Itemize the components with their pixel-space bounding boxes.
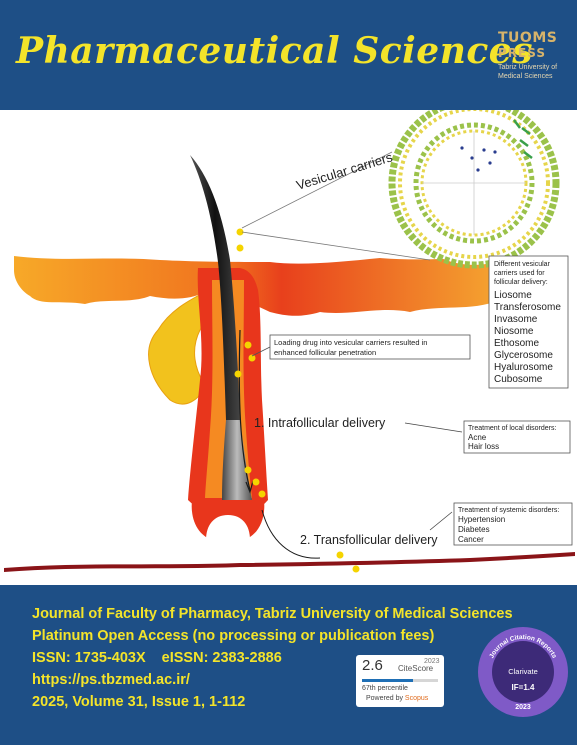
- intrafollicular-label: 1. Intrafollicular delivery: [254, 416, 386, 430]
- trans-arrow: [261, 509, 321, 559]
- loading-text-line2: enhanced follicular penetration: [274, 348, 376, 357]
- citescore-year: 2023: [424, 658, 440, 665]
- publisher-logo: TUOMS PRESS Tabriz University of Medical…: [498, 30, 570, 81]
- carrier-item: Cubosome: [494, 374, 543, 385]
- local-item: Hair loss: [468, 442, 499, 451]
- systemic-item: Diabetes: [458, 525, 490, 534]
- carriers-heading2: carriers used for: [494, 270, 545, 277]
- issn: ISSN: 1735-403X: [32, 650, 146, 666]
- jcr-year: 2023: [515, 704, 531, 711]
- header-band: [0, 0, 577, 110]
- jcr-badge: Journal Citation Reports Clarivate IF=1.…: [478, 627, 568, 717]
- issn-line: ISSN: 1735-403X eISSN: 2383-2886: [32, 650, 282, 666]
- penetration-arrow: [238, 329, 251, 491]
- citescore-badge[interactable]: 2.6 2023 CiteScore 67th percentile Power…: [356, 655, 444, 707]
- carriers-heading1: Different vesicular: [494, 261, 551, 268]
- zoom-line-bottom: [241, 231, 431, 261]
- trans-box-arrow: [429, 511, 453, 531]
- hair-shaft-top: [190, 155, 240, 420]
- transfollicular-label: 2. Transfollicular delivery: [300, 533, 438, 547]
- volume-line: 2025, Volume 31, Issue 1, 1-112: [32, 694, 246, 710]
- percentile-bar: [362, 679, 438, 682]
- systemic-box: [453, 502, 573, 546]
- local-item: Acne: [468, 433, 487, 442]
- journal-title: Pharmaceutical Sciences: [16, 30, 533, 72]
- arrow-head: [245, 480, 254, 494]
- local-box: [463, 420, 571, 454]
- systemic-item: Cancer: [458, 535, 484, 544]
- local-heading: Treatment of local disorders:: [468, 425, 556, 432]
- vesicle-diagram: [388, 110, 560, 269]
- follicle-illustration: Vesicular carriers Different vesicular c…: [4, 110, 575, 573]
- press-line1: TUOMS: [498, 30, 558, 46]
- vesicular-carriers-label: Vesicular carriers: [294, 149, 394, 193]
- carrier-item: Liosome: [494, 290, 532, 301]
- scopus-text: Scopus: [404, 695, 429, 702]
- carrier-item: Transferosome: [494, 302, 561, 313]
- loading-pointer: [251, 346, 271, 357]
- carrier-item: Invasome: [494, 314, 538, 325]
- carrier-item: Hyalurosome: [494, 362, 553, 373]
- skin-layer: [14, 256, 500, 316]
- impact-factor: IF=1.4: [511, 683, 535, 692]
- citescore-label: CiteScore: [398, 664, 434, 673]
- systemic-heading: Treatment of systemic disorders:: [458, 507, 559, 514]
- carriers-heading3: follicular delivery:: [494, 279, 548, 286]
- journal-url[interactable]: https://ps.tbzmed.ac.ir/: [32, 672, 190, 688]
- press-line4: Medical Sciences: [498, 73, 553, 80]
- zoom-line-top: [241, 151, 393, 229]
- drug-dots: [234, 228, 360, 573]
- loading-text-line1: Loading drug into vesicular carriers res…: [274, 338, 427, 347]
- citescore-percentile: 67th percentile: [362, 685, 408, 692]
- loading-box: [269, 334, 471, 360]
- clarivate-brand: Clarivate: [508, 667, 538, 676]
- powered-text: Powered by: [366, 695, 405, 702]
- jcr-inner-circle: [492, 641, 554, 703]
- journal-affiliation: Journal of Faculty of Pharmacy, Tabriz U…: [32, 606, 513, 622]
- intra-arrow: [404, 422, 463, 433]
- powered-by: Powered by Scopus: [366, 695, 428, 702]
- percentile-fill: [362, 679, 413, 682]
- eissn: eISSN: 2383-2886: [161, 650, 282, 666]
- press-line3: Tabriz University of: [498, 64, 558, 71]
- systemic-item: Hypertension: [458, 515, 505, 524]
- press-line2: PRESS: [498, 46, 546, 60]
- hair-root: [222, 420, 252, 504]
- carrier-item: Glycerosome: [494, 350, 553, 361]
- carriers-box: [488, 255, 569, 389]
- dermis-line: [4, 552, 575, 572]
- citescore-value: 2.6: [362, 657, 383, 674]
- carrier-item: Ethosome: [494, 338, 539, 349]
- dermal-papilla: [206, 515, 250, 540]
- carrier-item: Niosome: [494, 326, 534, 337]
- open-access-line: Platinum Open Access (no processing or p…: [32, 628, 435, 644]
